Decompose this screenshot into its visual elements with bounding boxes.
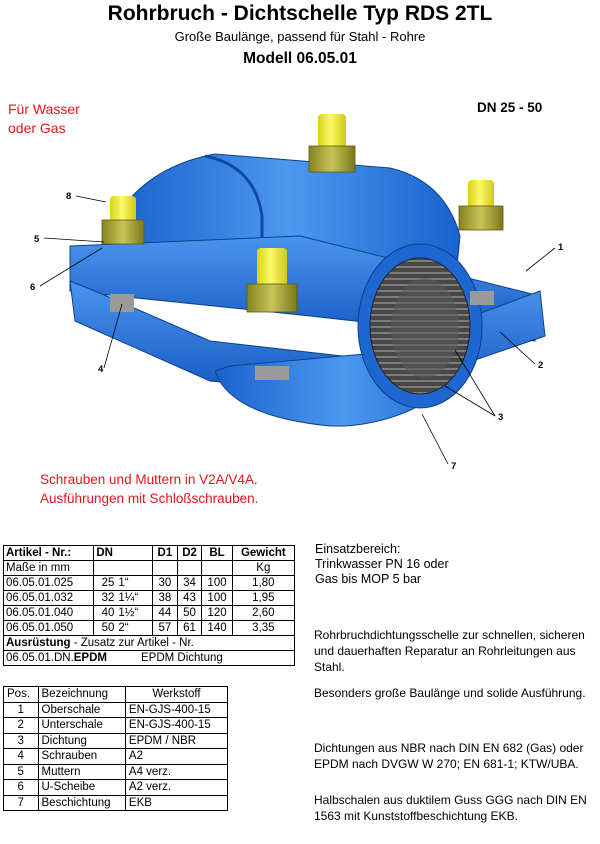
spec-table: Artikel - Nr.: DN D1 D2 BL Gewicht Maße … xyxy=(2,545,296,666)
callout-3: 3 xyxy=(498,412,503,423)
spec-units-row: Maße in mm Kg xyxy=(2,560,296,576)
header-weight: Gewicht xyxy=(231,545,296,561)
table-row: 3 Dichtung EPDM / NBR xyxy=(3,732,229,749)
table-row: 5 Muttern A4 verz. xyxy=(3,763,229,780)
description-length: Besonders große Baulänge und solide Ausf… xyxy=(314,686,586,700)
header-material: Werkstoff xyxy=(124,686,229,703)
bolt-left-rear xyxy=(101,196,145,312)
table-row: 7 Beschichtung EKB xyxy=(3,794,229,811)
option-title-row: Ausrüstung - Zusatz zur Artikel - Nr. xyxy=(3,635,295,651)
material-note: Schrauben und Muttern in V2A/V4A. Ausfüh… xyxy=(40,472,259,506)
header-bl: BL xyxy=(201,545,233,561)
medium-label: Für Wasser oder Gas xyxy=(8,101,80,136)
header-article: Artikel - Nr.: xyxy=(2,545,95,561)
bolt-center-rear xyxy=(308,114,356,173)
material-header-row: Pos. Bezeichnung Werkstoff xyxy=(3,686,229,703)
header-d2: D2 xyxy=(176,545,203,561)
table-row: 1 Oberschale EN-GJS-400-15 xyxy=(3,701,229,718)
callout-1: 1 xyxy=(558,242,564,253)
bolt-right-rear xyxy=(458,180,504,305)
header-name: Bezeichnung xyxy=(37,686,126,703)
callout-lines xyxy=(39,195,556,465)
document-title: Rohrbruch - Dichtschelle Typ RDS 2TL xyxy=(107,2,493,25)
description-purpose: Rohrbruchdichtungsschelle zur schnellen,… xyxy=(314,628,585,674)
material-table: Pos. Bezeichnung Werkstoff 1 Oberschale … xyxy=(3,686,229,811)
bolt-center-front xyxy=(246,248,298,380)
table-row: 2 Unterschale EN-GJS-400-15 xyxy=(3,717,229,734)
header-dn: DN xyxy=(93,545,154,561)
model-number: Modell 06.05.01 xyxy=(243,50,357,67)
application-area: Einsatzbereich: Trinkwasser PN 16 oder G… xyxy=(315,542,449,586)
document-subtitle: Große Baulänge, passend für Stahl - Rohr… xyxy=(174,29,426,44)
description-gaskets: Dichtungen aus NBR nach DIN EN 682 (Gas)… xyxy=(314,741,584,771)
clamp-illustration: 8 5 6 4 1 2 3 7 xyxy=(30,114,564,471)
callout-2: 2 xyxy=(538,360,543,371)
dn-range-label: DN 25 - 50 xyxy=(477,100,543,115)
table-row: 4 Schrauben A2 xyxy=(3,748,229,765)
description-shells: Halbschalen aus duktilem Guss GGG nach D… xyxy=(314,793,587,823)
header-pos: Pos. xyxy=(3,686,39,703)
table-row: 6 U-Scheibe A2 verz. xyxy=(3,779,229,796)
header-d1: D1 xyxy=(152,545,178,561)
pipe-opening xyxy=(357,243,483,409)
callout-6: 6 xyxy=(30,282,35,293)
callout-7: 7 xyxy=(451,461,456,471)
callout-8: 8 xyxy=(66,191,71,202)
callout-4: 4 xyxy=(98,364,104,375)
spec-header-row: Artikel - Nr.: DN D1 D2 BL Gewicht xyxy=(2,545,296,561)
callout-5: 5 xyxy=(34,234,40,245)
